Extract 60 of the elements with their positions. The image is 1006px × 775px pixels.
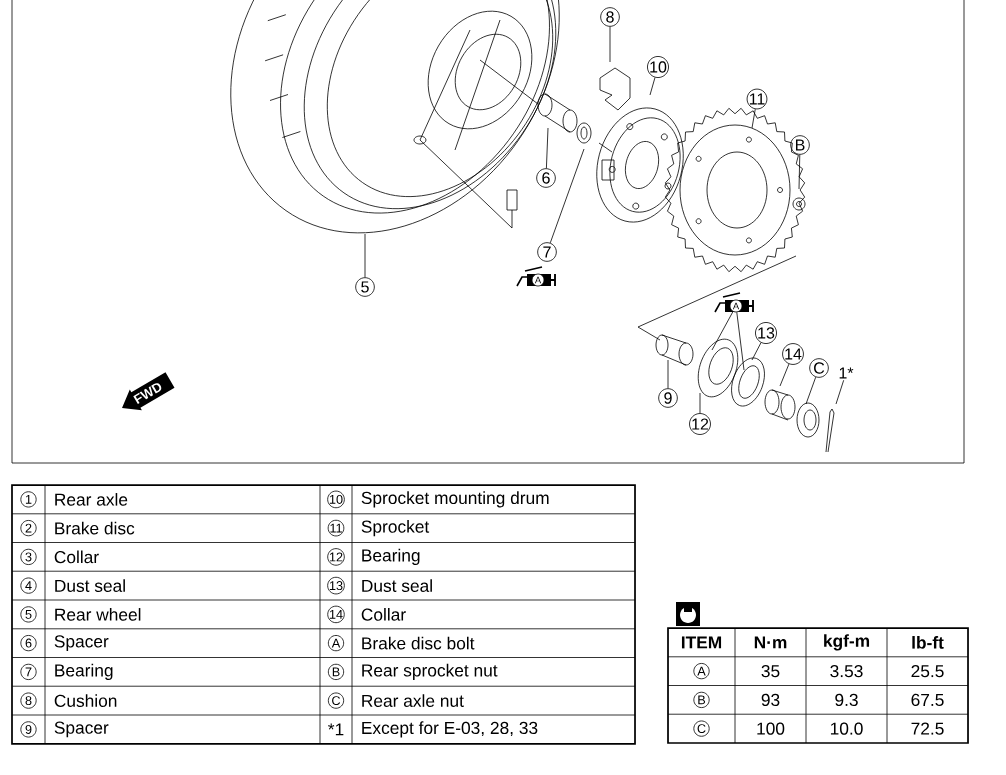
torque-value: 35 [761, 664, 780, 678]
part-name: Dust seal [362, 579, 432, 592]
callout-number: 12 [689, 413, 711, 435]
part-name: Brake disc [55, 521, 135, 535]
leader-line [546, 127, 549, 169]
callout-number: 10 [647, 56, 669, 78]
leader-line [736, 311, 745, 371]
callout-number: 5 [355, 277, 375, 297]
callout-number: 9 [658, 388, 678, 408]
torque-value: 93 [761, 693, 780, 707]
leader-line [798, 154, 801, 190]
torque-value: 67.5 [911, 693, 944, 707]
part-name: Rear axle [55, 493, 128, 506]
leader-line [649, 77, 656, 96]
part-name: Bearing [55, 663, 113, 680]
callout-number: 11 [746, 88, 768, 110]
part-name: Spacer [54, 635, 109, 651]
torque-value: 3.53 [830, 664, 863, 678]
part-name: Sprocket [361, 520, 430, 537]
callout-number: B [790, 135, 810, 155]
part-name: Sprocket mounting drum [361, 491, 549, 508]
torque-value: 72.5 [911, 722, 944, 735]
leader-line [549, 148, 585, 244]
part-name: Spacer [54, 721, 109, 738]
callout-number: 1* [839, 367, 854, 379]
leader-line [364, 233, 366, 278]
note-mark: *1 [328, 723, 344, 736]
callout-number: 13 [755, 322, 777, 344]
part-name: Except for E-03, 28, 33 [362, 721, 538, 738]
part-name: Collar [361, 608, 406, 621]
leader-line [835, 379, 845, 405]
leader-line [779, 363, 790, 387]
callout-number: 7 [537, 242, 557, 262]
torque-value: 9.3 [835, 693, 858, 707]
leader-line [751, 342, 762, 361]
part-name: Collar [54, 550, 99, 564]
part-name: Bearing [362, 548, 420, 565]
leader-line [667, 359, 669, 389]
callout-number: 8 [600, 7, 620, 27]
part-name: Dust seal [55, 579, 125, 592]
part-name: Rear wheel [55, 608, 141, 621]
callout-number: 14 [782, 343, 804, 365]
column-header: kgf-m [824, 634, 870, 651]
part-name: Rear axle nut [362, 694, 464, 707]
part-name: Rear sprocket nut [362, 663, 498, 680]
torque-value: 25.5 [911, 664, 944, 678]
leader-line [805, 376, 817, 405]
torque-value: 100 [757, 722, 785, 735]
column-header: N·m [754, 636, 787, 649]
column-header: lb-ft [912, 636, 944, 649]
leader-line [711, 311, 734, 351]
callout-number: 6 [536, 168, 556, 188]
callout-number: C [809, 358, 829, 378]
torque-value: 10.0 [830, 722, 863, 735]
part-name: Cushion [54, 694, 117, 707]
column-header: ITEM [681, 636, 722, 649]
part-name: Brake disc bolt [362, 636, 475, 650]
leader-line [699, 392, 701, 414]
leader-line [751, 108, 756, 129]
leader-line [609, 26, 611, 63]
